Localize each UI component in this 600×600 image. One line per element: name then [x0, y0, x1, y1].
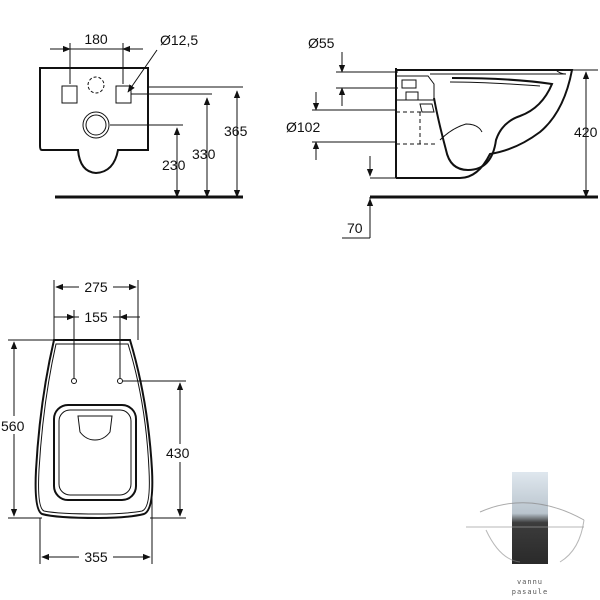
dim-430: 430: [166, 445, 190, 461]
top-toilet-body: [34, 339, 154, 520]
bolt-connector: [405, 91, 419, 101]
drain-opening: [77, 415, 113, 441]
vannu-pasaule-logo: vannu pasaule: [466, 472, 585, 596]
dim-155: 155: [84, 309, 108, 325]
side-view: Ø55 Ø102 420 70: [286, 35, 598, 239]
left-mounting-hole: [71, 378, 77, 384]
right-mounting-hole: [117, 378, 123, 384]
inlet-connector: [401, 79, 417, 89]
side-bracket: [419, 103, 435, 113]
dim-outlet-diameter: Ø102: [286, 119, 320, 135]
logo-bar: [512, 472, 548, 564]
dim-355: 355: [84, 549, 108, 565]
dim-inlet-diameter: Ø55: [308, 35, 335, 51]
trap-line: [439, 123, 483, 141]
bowl-opening: [53, 404, 137, 501]
dim-230: 230: [162, 157, 186, 173]
front-outlet-inner-circle: [85, 114, 107, 136]
logo-text-line1: vannu: [517, 578, 543, 586]
front-inlet-circle: [87, 76, 105, 94]
dim-330: 330: [192, 146, 216, 162]
logo-text-line2: pasaule: [512, 588, 549, 596]
dim-420: 420: [574, 124, 598, 140]
dim-70: 70: [347, 220, 363, 236]
front-view: 180 Ø12,5 365 330 230: [39, 31, 248, 199]
inlet-fitting: [396, 75, 435, 101]
dim-275: 275: [84, 279, 108, 295]
dim-180: 180: [84, 31, 108, 47]
front-outlet-circle: [82, 111, 110, 139]
left-bolt-bracket: [61, 85, 78, 104]
dim-365: 365: [224, 123, 248, 139]
dim-bolt-hole: Ø12,5: [160, 32, 198, 48]
dim-560: 560: [1, 418, 25, 434]
right-bolt-bracket: [115, 85, 132, 104]
side-toilet-body: [396, 69, 574, 179]
front-toilet-body: [39, 67, 149, 175]
top-view: 275 155 560 430 355: [1, 277, 195, 565]
bowl-interior: [433, 77, 554, 172]
